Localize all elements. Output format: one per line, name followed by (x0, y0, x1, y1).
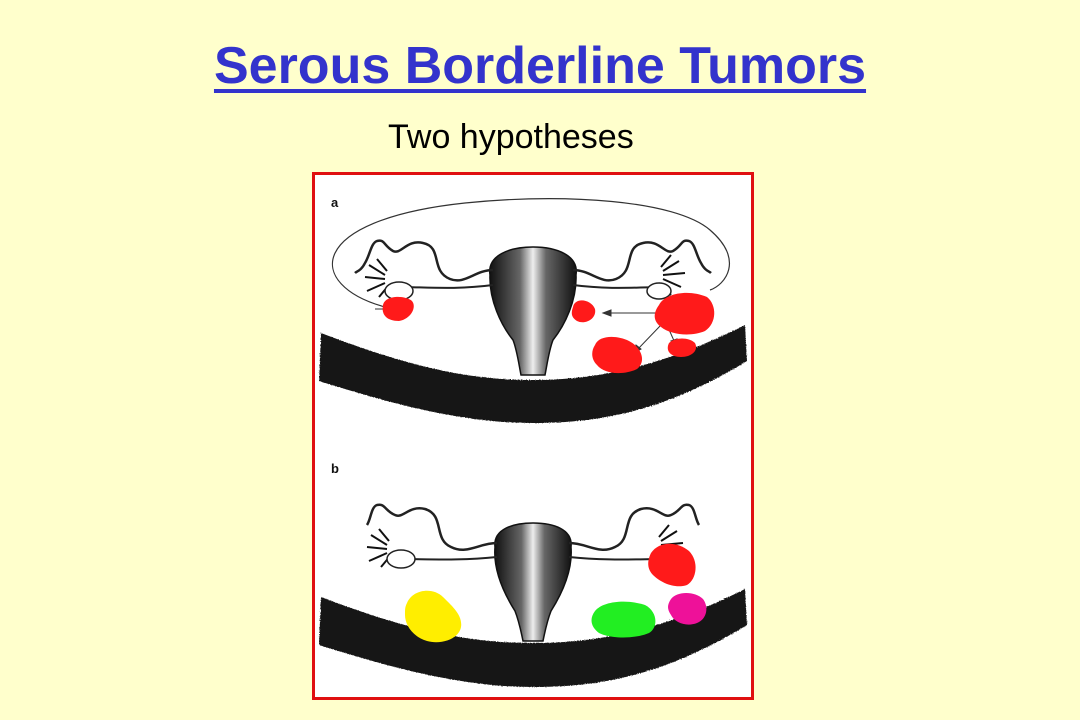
panel-a-label: a (331, 195, 339, 210)
spread-arc (332, 198, 731, 308)
uterine-surface-lesion-a (571, 300, 596, 323)
panel-a: a (319, 195, 747, 423)
panel-b: b (319, 461, 747, 687)
pelvic-lesion-small-a (667, 338, 697, 357)
uterus-b (494, 522, 572, 642)
pelvic-diagram: a (319, 195, 747, 687)
pelvic-floor-b (319, 589, 747, 687)
slide-title: Serous Borderline Tumors (213, 37, 867, 95)
uterus-a (489, 246, 577, 376)
slide-subtitle: Two hypotheses (388, 118, 634, 156)
right-adnexal-lesion-a (654, 292, 715, 335)
panel-b-label: b (331, 461, 339, 476)
left-ovary-b (386, 549, 416, 569)
right-peritoneal-lesion-b (591, 601, 656, 638)
right-ovary-lesion-b (648, 543, 696, 587)
left-ovary-lesion-a (382, 296, 414, 321)
figure-frame: a (312, 172, 754, 700)
far-right-peritoneal-lesion-b (668, 593, 707, 625)
pelvic-lesion-large-a (592, 336, 643, 374)
right-ovary-a (646, 282, 672, 300)
left-peritoneal-lesion-b (405, 590, 462, 643)
fimbriae-a (364, 254, 686, 298)
pelvic-floor-a (319, 325, 747, 423)
